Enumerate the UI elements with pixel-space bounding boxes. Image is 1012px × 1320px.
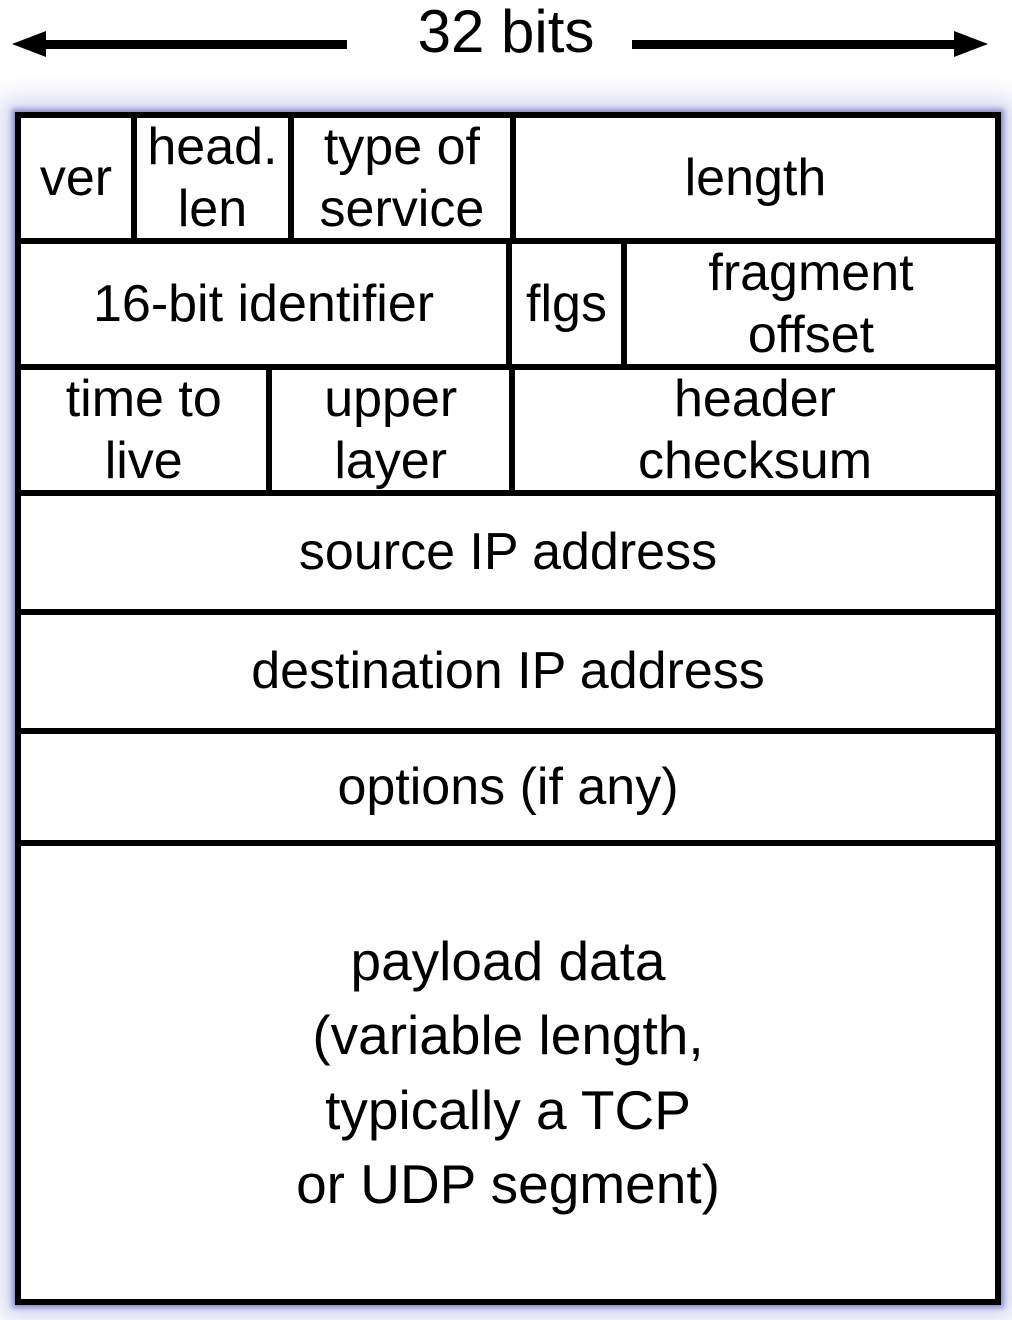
header-row-2: 16-bit identifier flgs fragment offset	[21, 244, 995, 370]
datagram-table: ver head. len type of service length 16-…	[15, 112, 1001, 1305]
field-destination-ip: destination IP address	[251, 642, 765, 701]
field-identifier: 16-bit identifier	[92, 274, 435, 333]
field-version: ver	[39, 148, 113, 207]
field-upper-layer: upper layer	[266, 370, 509, 490]
field-header-checksum: header checksum	[508, 370, 995, 490]
right-arrow	[632, 31, 988, 57]
header-row-5: destination IP address	[21, 615, 995, 734]
field-datagram-length: length	[509, 118, 995, 238]
field-options: options (if any)	[337, 757, 679, 816]
left-arrow	[12, 31, 347, 57]
field-payload-data: payload data (variable length, typically…	[296, 930, 720, 1215]
right-arrow-shaft	[632, 40, 962, 49]
field-fragment-offset: fragment offset	[620, 244, 995, 364]
field-source-ip: source IP address	[298, 523, 718, 582]
left-arrow-shaft	[38, 40, 347, 49]
bits-width-label: 32 bits	[417, 0, 595, 65]
field-type-of-service: type of service	[287, 118, 510, 238]
field-time-to-live: time to live	[65, 370, 222, 490]
header-row-4: source IP address	[21, 496, 995, 615]
payload-row: payload data (variable length, typically…	[21, 846, 995, 1299]
header-row-3: time to live upper layer header checksum	[21, 370, 995, 496]
field-flags: flgs	[506, 244, 621, 364]
right-arrowhead-icon	[954, 31, 988, 57]
header-row-1: ver head. len type of service length	[21, 118, 995, 244]
header-row-6: options (if any)	[21, 734, 995, 846]
field-header-length: head. len	[131, 118, 288, 238]
